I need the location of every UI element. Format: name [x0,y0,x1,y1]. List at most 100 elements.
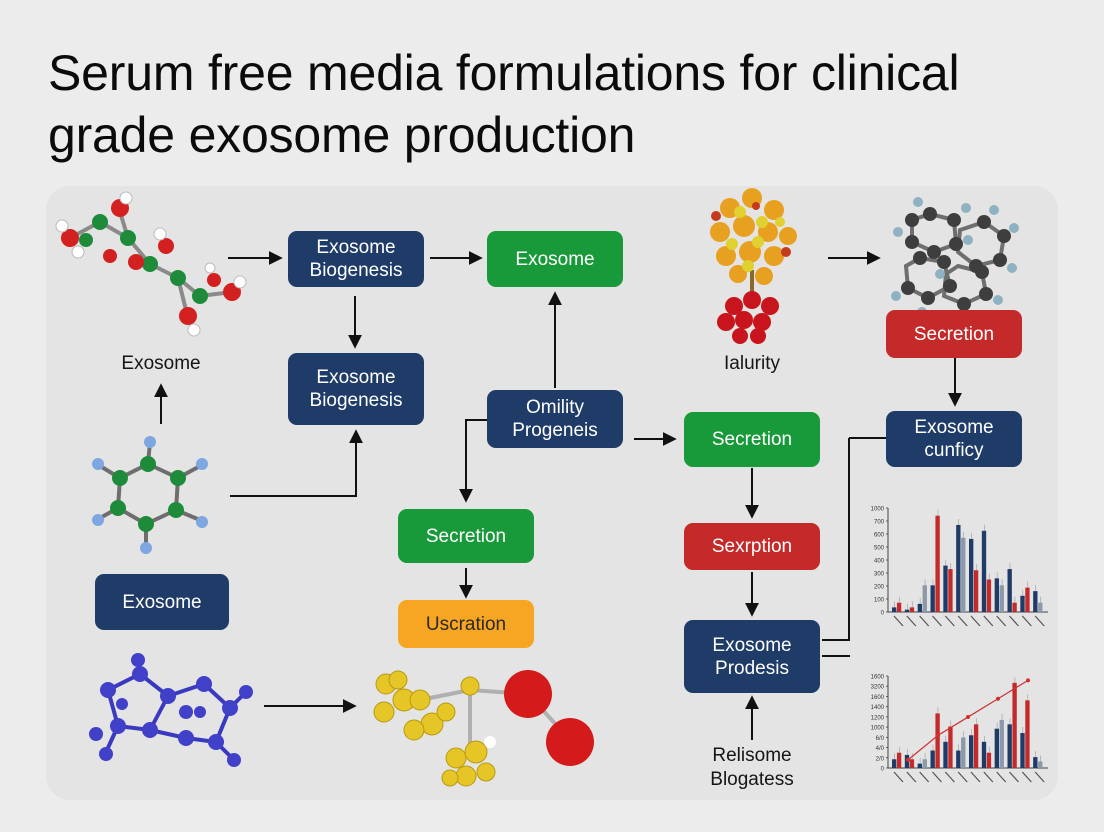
chart-bar [935,713,940,768]
chart-y-tick-label: 0 [881,767,885,773]
chart-trend-point [996,696,1000,701]
chart-x-tick-label-mark [1034,771,1045,783]
exosome-label: Exosome [121,353,201,374]
chart-bar [1038,761,1043,768]
chart-bar [981,530,987,612]
molecule-icon-cluster [710,188,797,344]
diagram-panel [46,186,1058,800]
chart-bar [1020,733,1025,768]
chart-bar [986,579,992,612]
chart-trend-point [906,757,910,762]
chart-x-tick-label-mark [1034,615,1045,627]
chart-y-tick-label: 700 [874,520,885,526]
chart-trend-point [966,715,970,720]
chart-y-tick-label: 1400 [871,705,885,711]
chart-y-tick-label: 4/0 [876,746,885,752]
chart-x-tick-label-mark [893,771,904,783]
ialurity-label: Ialurity [724,353,780,374]
chart-y-tick-label: 1000 [871,507,885,513]
chart-y-tick-label: 1000 [871,726,885,732]
chart-y-tick-label: 3200 [871,685,885,691]
chart-bar [917,603,923,612]
chart-y-tick-label: 1600 [871,675,885,681]
chart-bar [973,724,979,768]
chart-x-tick-label-mark [893,615,904,627]
chart-bar [1007,724,1012,768]
exosome-box-green: Exosome [487,231,623,287]
chart-bar [961,737,966,768]
chart-bar [969,735,974,768]
chart-bar [1033,757,1038,768]
chart-y-tick-label: 1200 [871,715,885,721]
chart-x-tick-label-mark [957,771,968,783]
chart-x-tick-label-mark [996,771,1007,783]
chart-y-tick-label: 6/0 [876,736,885,742]
chart-bar [999,585,1004,612]
chart-trend-point [1026,678,1030,683]
chart-y-tick-label: 1600 [871,695,885,701]
chart-bar [994,578,1000,612]
chart-bar [943,565,948,612]
chart-bar [981,741,987,768]
chart-bar [1033,591,1038,612]
chart-bar [930,585,935,612]
exosome-biogenesis-box-mid: Exosome Biogenesis [288,353,424,425]
chart-bar [909,759,915,768]
chart-bar [1012,682,1017,768]
chart-x-tick-label-mark [970,771,981,783]
chart-x-tick-label-mark [957,615,968,627]
chart-x-tick-label-mark [996,615,1007,627]
arrow-benzene-to-biogenesis [230,429,363,497]
chart-x-tick-label-mark [1009,615,1019,627]
chart-bar [1007,569,1012,612]
chart-x-tick-label-mark [932,615,942,627]
chart-x-tick-label-mark [970,615,981,627]
chart-bar [892,759,897,768]
sexrption-box: Sexrption [684,523,820,570]
chart-bar [956,750,961,768]
secretion-box-left: Secretion [398,509,534,563]
chart-bar [994,728,1000,768]
omility-progeneis-box: Omility Progeneis [487,390,623,448]
chart-y-tick-label: 0 [881,611,885,617]
chart-bar [896,602,902,612]
relisome-label: Relisome Blogatess [710,745,794,790]
chart-x-tick-label-mark [932,771,942,783]
chart-bar [1012,602,1017,612]
chart-x-tick-label-mark [1021,615,1032,627]
chart-y-tick-label: 2/0 [876,756,885,762]
uscration-box: Uscration [398,600,534,648]
chart-x-tick-label-mark [944,615,955,627]
chart-x-tick-label-mark [944,771,955,783]
molecule-icon-top-left [55,191,247,337]
molecule-icon-blue [89,653,253,767]
chart-bar [969,538,974,612]
mini-bar-chart-2: 0 2/0 4/0 6/0 1000 1200 1400 1600 3200 1600 [871,675,1048,783]
secretion-box-mid: Secretion [684,412,820,467]
chart-bar [892,607,897,612]
chart-bar [1025,587,1030,612]
chart-trend-point [936,733,940,738]
chart-x-tick-label-mark [983,615,994,627]
chart-bar [961,537,966,612]
chart-y-tick-label: 500 [874,546,885,552]
chart-bar [1025,700,1030,768]
chart-y-tick-label: 600 [874,533,885,539]
chart-y-tick-label: 200 [874,585,885,591]
chart-bar [973,570,979,612]
connector-chart-top [822,437,886,641]
exosome-prodesis-box: Exosome Prodesis [684,620,820,693]
molecule-icon-yellow [373,670,594,787]
chart-bar [917,763,923,768]
chart-bar [948,726,953,768]
chart-bar [999,719,1004,768]
chart-x-tick-label-mark [1021,771,1032,783]
chart-x-tick-label-mark [1009,771,1019,783]
chart-bar [956,524,961,612]
arrow-omility-to-secretion [459,419,488,503]
secretion-box-right: Secretion [886,310,1022,358]
chart-y-tick-label: 400 [874,559,885,565]
chart-bar [909,607,915,612]
